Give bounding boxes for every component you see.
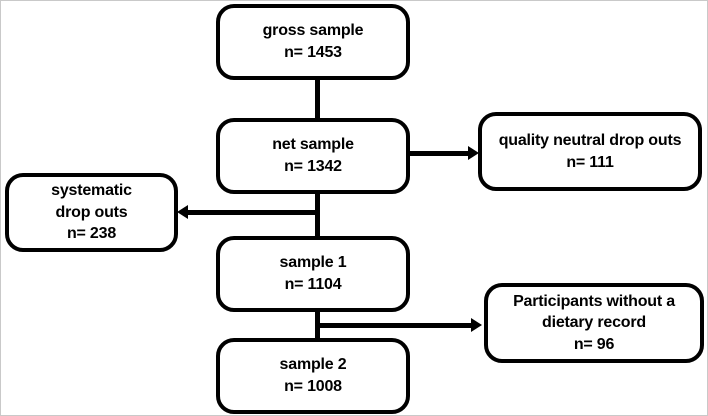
connector-net-to-quality-neutral <box>408 151 470 156</box>
node-net-sample[interactable]: net sample n= 1342 <box>216 118 410 194</box>
node-participants-without-dietary-record-line-1: Participants without a <box>513 292 675 310</box>
node-sample-2[interactable]: sample 2 n= 1008 <box>216 338 410 414</box>
node-sample-1[interactable]: sample 1 n= 1104 <box>216 236 410 312</box>
node-systematic-drop-outs[interactable]: systematic drop outs n= 238 <box>5 173 178 252</box>
node-gross-sample[interactable]: gross sample n= 1453 <box>216 4 410 80</box>
node-participants-without-dietary-record-line-2: dietary record <box>542 314 646 332</box>
node-sample-2-line-1: sample 2 <box>279 356 347 374</box>
node-net-sample-line-2: n= 1342 <box>284 158 342 175</box>
connector-gross-to-net <box>315 77 320 121</box>
node-systematic-drop-outs-line-3: n= 238 <box>66 225 117 243</box>
connector-trunk-to-participants <box>315 323 473 328</box>
node-participants-without-dietary-record[interactable]: Participants without a dietary record n=… <box>484 283 704 363</box>
node-participants-without-dietary-record-line-3: n= 96 <box>573 335 615 353</box>
node-sample-1-line-2: n= 1104 <box>284 276 342 293</box>
node-systematic-drop-outs-line-2: drop outs <box>55 203 128 221</box>
connector-net-to-sample-1 <box>315 191 320 239</box>
arrowhead-net-to-quality-neutral <box>468 146 479 160</box>
node-gross-sample-line-2: n= 1453 <box>284 44 342 61</box>
arrowhead-trunk-to-participants <box>471 318 482 332</box>
node-net-sample-line-1: net sample <box>272 136 354 154</box>
node-systematic-drop-outs-line-1: systematic <box>51 182 132 200</box>
node-quality-neutral-drop-outs-line-1: quality neutral drop outs <box>498 131 682 149</box>
arrowhead-trunk-to-systematic <box>177 205 188 219</box>
node-sample-2-line-2: n= 1008 <box>284 378 342 395</box>
node-gross-sample-line-1: gross sample <box>262 22 364 40</box>
node-quality-neutral-drop-outs-line-2: n= 111 <box>566 153 614 171</box>
connector-trunk-to-systematic <box>188 210 318 215</box>
node-quality-neutral-drop-outs[interactable]: quality neutral drop outs n= 111 <box>478 112 702 191</box>
node-sample-1-line-1: sample 1 <box>279 254 347 272</box>
